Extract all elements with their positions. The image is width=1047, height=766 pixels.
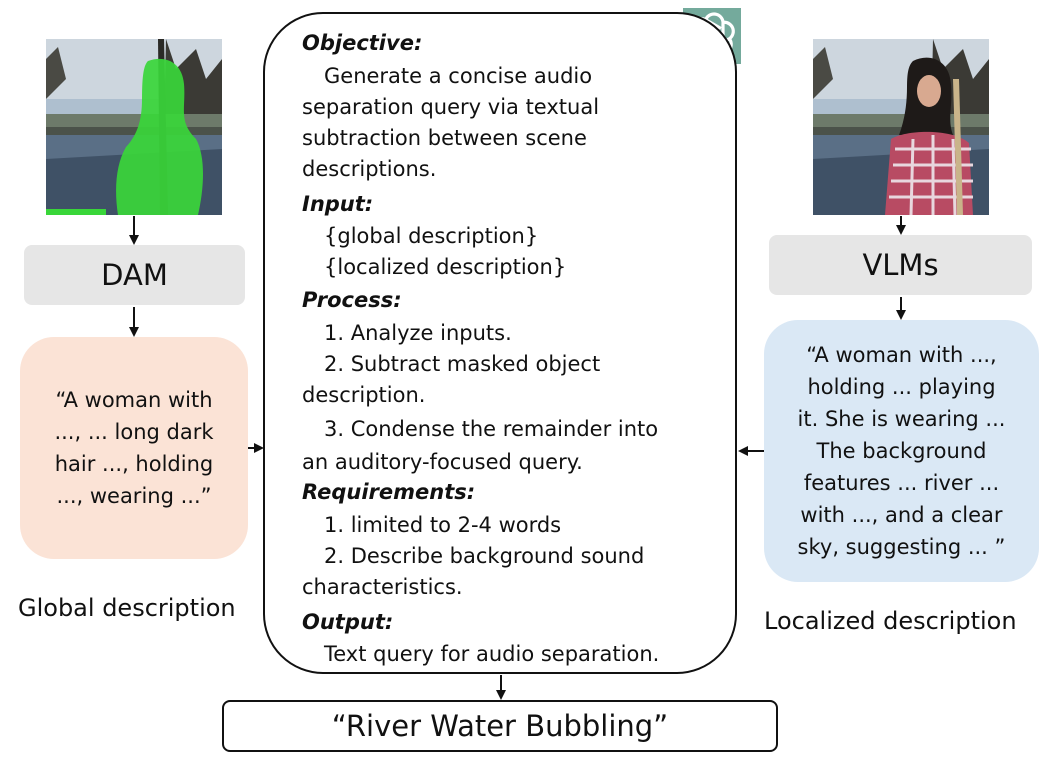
process-line: 2. Subtract masked object (324, 352, 601, 376)
process-line: an auditory-focused query. (302, 450, 583, 474)
input-line: {localized description} (324, 255, 567, 279)
dam-model-box: DAM (24, 245, 245, 305)
requirements-heading: Requirements: (302, 480, 476, 504)
process-line: description. (302, 383, 426, 407)
requirements-line: 2. Describe background sound (324, 544, 645, 568)
left-video-frame-masked (46, 39, 222, 215)
global-description-box: “A woman with ..., ... long dark hair ..… (20, 337, 248, 559)
process-line: 1. Analyze inputs. (324, 321, 512, 345)
requirements-line: 1. limited to 2-4 words (324, 513, 562, 537)
objective-line: separation query via textual (302, 95, 600, 119)
output-heading: Output: (302, 610, 394, 634)
input-heading: Input: (302, 192, 374, 216)
objective-line: subtraction between scene (302, 126, 587, 150)
objective-line: descriptions. (302, 157, 437, 181)
localized-description-caption: Localized description (764, 607, 1017, 635)
global-description-caption: Global description (18, 594, 236, 622)
prompt-box (263, 12, 737, 674)
vlms-model-box: VLMs (769, 235, 1032, 295)
process-heading: Process: (302, 288, 402, 312)
localized-description-box: “A woman with ..., holding ... playing i… (764, 320, 1039, 582)
objective-heading: Objective: (302, 31, 423, 55)
result-query-box: “River Water Bubbling” (222, 700, 778, 752)
output-line: Text query for audio separation. (324, 642, 660, 666)
requirements-line: characteristics. (302, 575, 463, 599)
objective-line: Generate a concise audio (324, 64, 593, 88)
process-line: 3. Condense the remainder into (324, 417, 659, 441)
input-line: {global description} (324, 224, 539, 248)
right-video-frame (813, 39, 989, 215)
